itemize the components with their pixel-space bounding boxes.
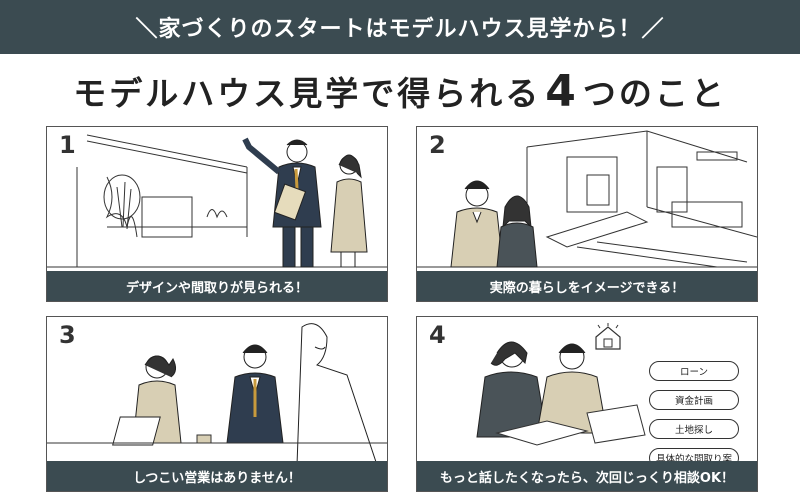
model-house-exterior-illustration bbox=[47, 134, 387, 268]
card-1: 1 bbox=[46, 126, 388, 302]
card-caption: しつこい営業はありません！ bbox=[47, 461, 387, 491]
card-number: 2 bbox=[429, 131, 446, 159]
topic-tag-list: ローン 資金計画 土地探し 具体的な間取り案 bbox=[649, 361, 739, 468]
title-number: 4 bbox=[545, 65, 579, 117]
title-suffix: つのこと bbox=[582, 74, 727, 113]
tag-land-search: 土地探し bbox=[649, 419, 739, 439]
main-title: モデルハウス見学で得られる 4 つのこと bbox=[0, 62, 800, 120]
card-caption: 実際の暮らしをイメージできる！ bbox=[417, 271, 757, 301]
tag-loan: ローン bbox=[649, 361, 739, 381]
title-prefix: モデルハウス見学で得られる bbox=[73, 74, 542, 113]
couple-discussion-illustration bbox=[476, 341, 646, 446]
card-caption: デザインや間取りが見られる！ bbox=[47, 271, 387, 301]
card-2: 2 実際の暮らしをイメー bbox=[416, 126, 758, 302]
tag-funding-plan: 資金計画 bbox=[649, 390, 739, 410]
banner-text: ＼家づくりのスタートはモデルハウス見学から！／ bbox=[135, 17, 665, 42]
card-number: 4 bbox=[429, 321, 446, 349]
card-caption: もっと話したくなったら、次回じっくり相談OK！ bbox=[417, 461, 757, 491]
top-banner: ＼家づくりのスタートはモデルハウス見学から！／ bbox=[0, 0, 800, 54]
card-3: 3 しつこい営業はありません！ bbox=[46, 316, 388, 492]
consultation-meeting-illustration bbox=[47, 323, 387, 461]
house-icon bbox=[595, 323, 621, 350]
card-4: 4 ローン 資金計画 土地探し 具体的な間取り案 もっと話したくなったら、次 bbox=[416, 316, 758, 492]
card-number: 1 bbox=[59, 131, 76, 159]
living-room-interior-illustration bbox=[417, 130, 757, 268]
card-number: 3 bbox=[59, 321, 76, 349]
